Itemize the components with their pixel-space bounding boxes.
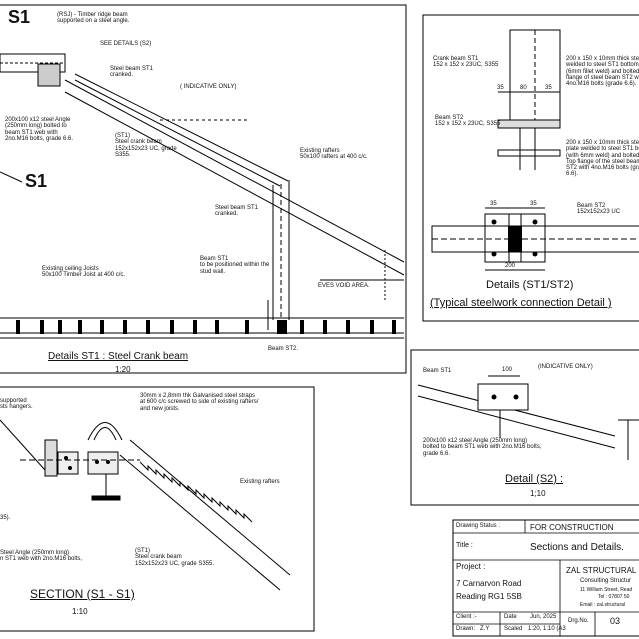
section-existing-rafters: Existing rafters [240,479,280,485]
section-title: SECTION (S1 - S1) [30,587,135,601]
dim-35-c: 35 [490,201,497,207]
company-tel: Tel : 07807 50 [598,594,630,600]
st1-detail-scale: 1:20 [115,365,131,374]
rsj-note: (RSJ) - Timber ridge beam supported on a… [57,12,130,25]
s2-title: Detail (S2) : [505,473,564,485]
s2-beam-st1-label: Beam ST1 [423,368,452,374]
section-supported-note: supported sts hangers. [0,398,33,411]
panel-s2-border [410,349,639,506]
panel-section-border [0,386,315,632]
date-label: Date [504,614,517,620]
panel-connection-border [422,14,639,322]
st1-joist-markers [16,320,396,334]
connection-bolts [491,219,538,257]
beam-positioned-note: Beam ST1 to be positioned within the stu… [200,256,270,275]
dim-80: 80 [520,85,527,91]
date-value: Jun, 2025 [530,614,557,620]
angle-note: 200x100 x12 steel Angle (250mm long) bol… [5,117,74,142]
s2-bolts [491,394,519,400]
dim-200: 200 [505,263,516,269]
s2-dim-100: 100 [502,367,513,373]
company-address: 11 William Street, Read [580,587,633,593]
beam-st2-plan-label: Beam ST2 152x152x23 UC [577,203,621,216]
project-line-1: 7 Carnarvon Road [456,579,522,588]
drawing-number-value: 03 [610,616,621,626]
connection-subtitle: (Typical steelwork connection Detail ) [430,297,612,309]
drawn-label: Drawn: [456,626,476,632]
existing-rafters-note: Existing rafters 50x100 rafters at 400 c… [300,148,368,161]
beam-st2-label: Beam ST2. [268,346,299,352]
project-label: Project : [456,562,486,571]
section-angle-note: Steel Angle (250mm long) n ST1 web with … [0,550,83,563]
plate-note-top: 200 x 150 x 10mm thick steel welded to s… [566,56,639,88]
connection-title: Details (ST1/ST2) [486,279,574,291]
section-bolts [64,456,110,470]
title-label: Title : [456,542,473,549]
steel-beam-cranked-top: Steel beam ST1 cranked. [110,66,154,79]
section-marker-top: S1 [8,7,31,27]
section-straps-note: 30mm x 2,8mm thk Galvanised steel straps… [140,393,259,412]
plate-note-bottom: 200 x 150 x 10mm thick ste plate welded … [566,140,639,178]
company-email: Email : zal.structural [580,602,626,608]
beam-st2-section-label: Beam ST2 152 x 152 x 23UC, S355 [435,115,501,128]
dim-35-a: 35 [497,85,504,91]
section-ref-35: 35). [0,515,11,521]
drawing-number-label: Drg.No. [568,618,589,624]
section-marker-left: S1 [25,171,48,191]
s2-scale: 1;10 [530,489,546,498]
panel-borders [0,4,639,637]
company-name: ZAL STRUCTURAL [566,566,637,575]
section-crank-beam-note: (ST1) Steel crank beam 152x152x23 UC, gr… [135,548,215,567]
s2-lines [417,375,639,460]
s2-angle-note: 200x100 x12 steel Angle (250mm long) bol… [423,438,542,457]
scaled-value: 1:20, 1:10 (A3 [528,626,566,632]
see-details-note: SEE DETAILS (S2) [100,41,152,47]
section-scale: 1:10 [72,607,88,616]
crank-beam-st1-label: Crank beam ST1 152 x 152 x 23UC, S355 [433,56,499,69]
drawing-title: Sections and Details. [530,542,624,553]
eves-void-label: EVES VOID AREA. [318,283,370,289]
company-subtitle: Consulting Structur [580,578,632,584]
st1-detail-title: Details ST1 : Steel Crank beam [48,351,189,362]
client-label: Client :- [456,614,477,620]
panel-titleblock-border [452,519,639,637]
dim-35-b: 35 [545,85,552,91]
crank-beam-note: (ST1) Steel crank beam 152x152x23 UC, gr… [115,133,177,158]
dim-35-d: 35 [530,201,537,207]
scaled-label: Scaled [504,626,523,632]
drawn-value: Z.Y [480,626,490,632]
panel-st1-border [0,4,407,374]
s2-indicative-label: (INDICATIVE ONLY) [538,364,593,370]
drawing-status-value: FOR CONSTRUCTION [530,523,614,532]
section-lines [0,419,291,591]
steel-beam-cranked-mid: Steel beam ST1 cranked. [215,205,259,218]
drawing-status-label: Drawing Status : [456,523,501,529]
st1-detail-lines [0,53,405,339]
titleblock-grid [453,520,639,636]
connection-lines [431,29,639,271]
ceiling-joists-note: Existing ceiling Joists 50x100 Timber Jo… [42,266,126,279]
indicative-label: ( INDICATIVE ONLY) [180,84,237,90]
project-line-2: Reading RG1 5SB [456,592,522,601]
